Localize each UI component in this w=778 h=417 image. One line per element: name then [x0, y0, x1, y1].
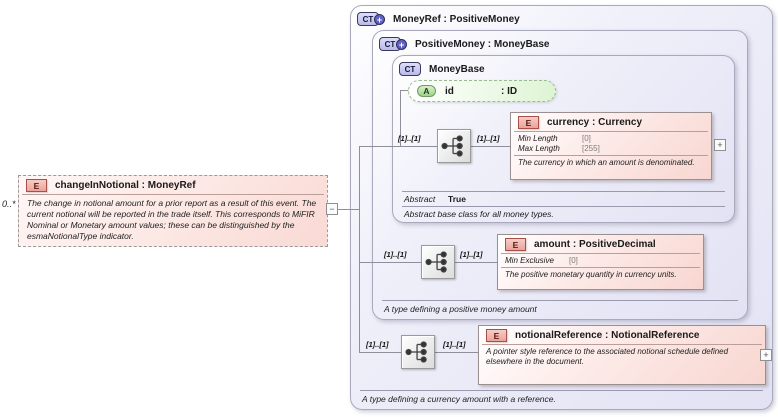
- element-icon: E: [505, 238, 526, 251]
- connector-line: [400, 90, 401, 146]
- divider: [501, 253, 700, 254]
- divider: [514, 154, 708, 156]
- sequence-compositor-icon[interactable]: [421, 245, 455, 279]
- facet-value: [255]: [582, 143, 600, 153]
- cardinality-label: [1]..[1]: [398, 134, 421, 143]
- positivemoney-title: PositiveMoney : MoneyBase: [415, 38, 550, 50]
- connector-line: [338, 209, 360, 210]
- element-changeinnotional[interactable]: E changeInNotional : MoneyRef The change…: [18, 175, 328, 247]
- sequence-compositor-icon[interactable]: [437, 129, 471, 163]
- connector-trunk-line: [359, 146, 360, 353]
- facet-name: Min Exclusive: [505, 256, 554, 265]
- complex-type-icon: CT: [379, 37, 401, 51]
- derived-type-plus-icon: +: [374, 13, 385, 25]
- moneybase-annotation: Abstract base class for all money types.: [402, 206, 725, 219]
- connector-line: [359, 352, 401, 353]
- complex-type-icon: CT: [399, 62, 421, 76]
- connector-line: [471, 146, 510, 147]
- positivemoney-annotation: A type defining a positive money amount: [382, 300, 738, 315]
- currency-annotation: The currency in which an amount is denom…: [518, 157, 695, 167]
- amount-annotation: The positive monetary quantity in curren…: [505, 269, 677, 279]
- divider: [514, 131, 708, 132]
- changeinnotional-annotation: The change in notional amount for a prio…: [27, 198, 317, 242]
- currency-title: currency : Currency: [547, 117, 643, 128]
- amount-title: amount : PositiveDecimal: [534, 239, 656, 250]
- element-currency[interactable]: E currency : Currency Min Length [0] Max…: [510, 112, 712, 180]
- moneybase-title: MoneyBase: [429, 63, 485, 75]
- moneyref-annotation: A type defining a currency amount with a…: [360, 390, 763, 405]
- abstract-property-value: True: [448, 194, 466, 204]
- cardinality-label: [1]..[1]: [366, 340, 389, 349]
- attribute-id-name: id: [445, 85, 454, 97]
- moneyref-title: MoneyRef : PositiveMoney: [393, 13, 520, 25]
- cardinality-label: [1]..[1]: [477, 134, 500, 143]
- divider: [22, 194, 324, 195]
- currency-facets: Min Length [0] Max Length [255]: [511, 132, 711, 155]
- notionalreference-title: notionalReference : NotionalReference: [515, 330, 700, 341]
- cardinality-label: [1]..[1]: [384, 250, 407, 259]
- expand-button[interactable]: +: [760, 349, 772, 361]
- collapse-button[interactable]: −: [326, 203, 338, 215]
- connector-line: [359, 262, 421, 263]
- facet-value: [0]: [582, 134, 591, 143]
- attribute-id-type: : ID: [501, 85, 518, 97]
- moneybase-properties: Abstract True Abstract base class for al…: [402, 191, 725, 219]
- facet-name: Min Length: [518, 134, 558, 143]
- notionalreference-annotation: A pointer style reference to the associa…: [486, 347, 729, 367]
- cardinality-label: [1]..[1]: [443, 340, 466, 349]
- abstract-property-label: Abstract: [404, 194, 436, 204]
- facet-value: [0]: [569, 256, 578, 265]
- element-icon: E: [518, 116, 539, 129]
- changeinnotional-title: changeInNotional : MoneyRef: [55, 180, 196, 191]
- divider: [501, 266, 700, 268]
- element-icon: E: [26, 179, 47, 192]
- cardinality-label: [1]..[1]: [460, 250, 483, 259]
- positivemoney-header: CT+ PositiveMoney : MoneyBase: [379, 37, 549, 51]
- expand-button[interactable]: +: [714, 139, 726, 151]
- element-amount[interactable]: E amount : PositiveDecimal Min Exclusive…: [497, 234, 704, 290]
- source-cardinality-label: 0..*: [2, 199, 16, 209]
- attribute-id[interactable]: A id : ID: [408, 80, 556, 102]
- element-notionalreference[interactable]: E notionalReference : NotionalReference …: [478, 325, 766, 385]
- moneyref-header: CT+ MoneyRef : PositiveMoney: [357, 12, 520, 26]
- element-icon: E: [486, 329, 507, 342]
- connector-line: [435, 352, 478, 353]
- amount-facets: Min Exclusive [0]: [498, 254, 703, 267]
- connector-line: [455, 262, 497, 263]
- sequence-compositor-icon[interactable]: [401, 335, 435, 369]
- facet-name: Max Length: [518, 143, 560, 153]
- moneybase-header: CT MoneyBase: [399, 62, 485, 76]
- connector-line: [359, 146, 437, 147]
- derived-type-plus-icon: +: [396, 38, 407, 50]
- divider: [482, 344, 762, 345]
- attribute-icon: A: [417, 85, 436, 97]
- connector-line: [400, 90, 409, 91]
